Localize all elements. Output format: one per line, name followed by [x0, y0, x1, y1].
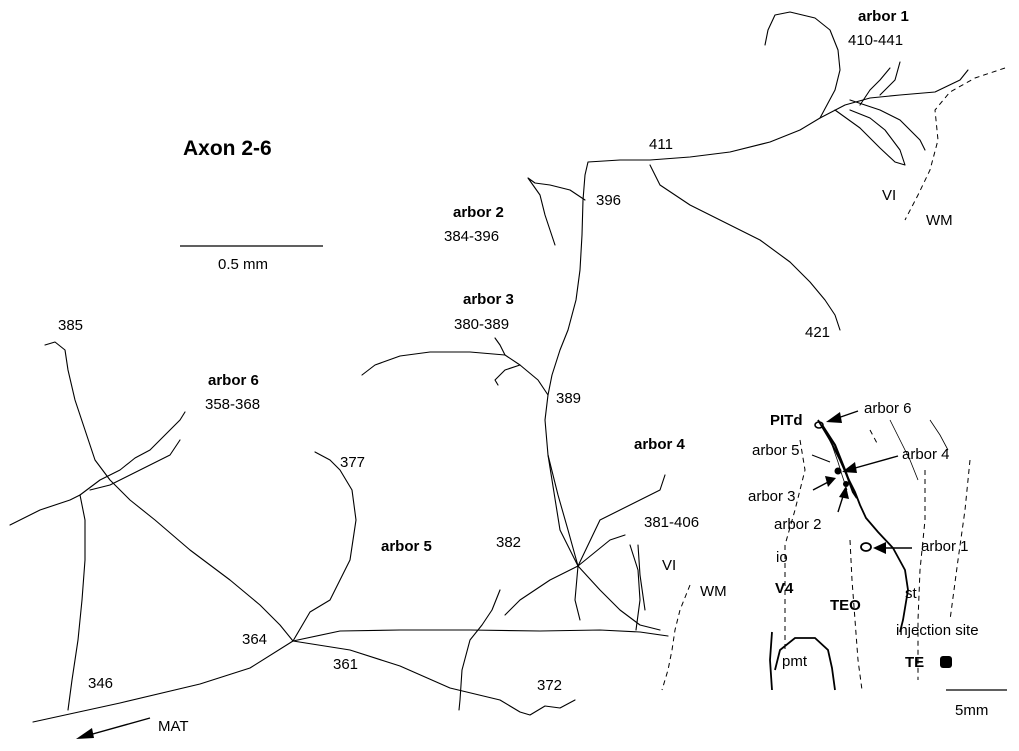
arbor-1-range: 410-441 [848, 32, 904, 49]
arbor-5-label: arbor 5 [381, 538, 432, 555]
section-number: 385 [58, 317, 84, 334]
arbor-1-branch-b [834, 109, 906, 166]
direction-label: MAT [158, 718, 189, 735]
layer-label-wm: WM [926, 212, 953, 229]
inset-label-arbor-3: arbor 3 [748, 488, 796, 505]
layer-label-vi: VI [882, 187, 897, 204]
section-number: 389 [556, 390, 582, 407]
section-number: 377 [340, 454, 366, 471]
arbor-4-branch-e [504, 565, 579, 616]
layer-boundary-bottom [661, 584, 691, 691]
arbor-6-upper-branch [79, 411, 186, 496]
mat-arrow-line [81, 717, 151, 738]
arbor-6-long-branch [44, 341, 294, 642]
section-number: 364 [242, 631, 268, 648]
arbor-3-branch [361, 351, 549, 396]
section-number: 372 [537, 677, 563, 694]
arbor-6-label: arbor 6 [208, 372, 259, 389]
main-axon-trunk [32, 629, 669, 723]
inset-dash-3 [917, 470, 926, 680]
inset-label-arbor-1: arbor 1 [921, 538, 969, 555]
inset-label-arbor-4: arbor 4 [902, 446, 950, 463]
inset-sulcus-outline-inner [821, 424, 848, 491]
layer-boundary-top [904, 67, 1006, 221]
section-number: 382 [496, 534, 522, 551]
inset-border-right-2 [929, 419, 949, 451]
layer-label-wm: WM [700, 583, 727, 600]
inset-v4-outline [769, 631, 773, 691]
inset-pmt-outline [774, 637, 836, 691]
arbor-3-range: 380-389 [454, 316, 510, 333]
inset-arrowhead-arbor-2 [839, 486, 849, 499]
inset-label-pmt: pmt [782, 653, 808, 670]
inset-dash-1 [784, 439, 806, 650]
section-number: 411 [649, 136, 673, 153]
section-number: 346 [88, 675, 114, 692]
arbor-1-branch-d [859, 67, 891, 106]
inset-label-st: st [905, 585, 917, 602]
arbor-3-branch-b [494, 364, 521, 386]
inset-dash-5 [869, 429, 879, 446]
inset-arrow-arbor-4 [847, 455, 899, 471]
inset-label-injection-site: injection site [896, 622, 979, 639]
inset-label-pitd: PITd [770, 412, 803, 429]
inset-label-v4: V4 [775, 580, 794, 597]
arbor-4-branch-c [577, 565, 661, 631]
scale-label-inset: 5mm [955, 702, 989, 719]
arbor-2-range: 384-396 [444, 228, 500, 245]
inset-injection-site-marker [940, 656, 952, 668]
arbor-4-branch-d [574, 565, 581, 621]
arbor-6-range: 358-368 [205, 396, 261, 413]
figure-title: Axon 2-6 [183, 137, 272, 160]
arbor-1-label: arbor 1 [858, 8, 909, 25]
axon-branch-421 [649, 164, 841, 331]
layer-label-vi: VI [662, 557, 677, 574]
inset-arbor-4-dot [834, 467, 842, 475]
section-number: 361 [333, 656, 359, 673]
arbor-4-branch-b [577, 534, 626, 567]
inset-dash-4 [949, 459, 971, 621]
arbor-3-label: arbor 3 [463, 291, 514, 308]
arbor-2-label: arbor 2 [453, 204, 504, 221]
inset-arbor-3-dot [843, 481, 849, 487]
arbor-4-branch-g [629, 544, 641, 631]
inset-label-teo: TEO [830, 597, 861, 614]
inset-label-arbor-2: arbor 2 [774, 516, 822, 533]
inset-label-arbor-6: arbor 6 [864, 400, 912, 417]
arbor-4-branch-a [577, 474, 666, 567]
scale-label-main: 0.5 mm [218, 256, 269, 273]
inset-label-arbor-5: arbor 5 [752, 442, 800, 459]
inset-arrowhead-arbor-1 [873, 542, 886, 554]
axon-branch-ascending [292, 451, 357, 642]
axon-branch-382 [458, 589, 501, 711]
inset-schematic [769, 410, 971, 691]
arbor-4-branch-f [547, 454, 579, 567]
arbor-1-branch-e [879, 61, 901, 96]
axon-branch-lower [292, 640, 576, 716]
inset-arbor-5-leader [811, 454, 831, 463]
arbor-2-branch [527, 177, 586, 246]
inset-arrowhead-arbor-4 [842, 462, 857, 473]
axon-main-ascending [544, 159, 651, 567]
arbor-3-branch-c [494, 337, 506, 356]
inset-border-right-1 [889, 419, 919, 481]
inset-label-io: io [776, 549, 788, 566]
mat-arrow-head [76, 728, 94, 739]
arbor-4-label: arbor 4 [634, 436, 685, 453]
inset-arbor-1-marker [860, 542, 872, 552]
section-number: 396 [596, 192, 622, 209]
inset-arrowhead-arbor-3 [825, 476, 836, 487]
inset-dash-2 [849, 539, 863, 691]
arbor-6-left-branch [9, 494, 86, 711]
inset-label-te: TE [905, 654, 925, 671]
section-number: 421 [805, 324, 831, 341]
arbor-1-branch-a [764, 11, 841, 119]
inset-arrowhead-arbor-6 [826, 412, 842, 423]
arbor-6-upper-branch-b [89, 439, 181, 491]
axon-to-arbor-1 [649, 69, 969, 161]
arbor-4-branch-h [637, 544, 646, 611]
arbor-4-range: 381-406 [644, 514, 700, 531]
arbor-1-branch-c [849, 99, 926, 151]
